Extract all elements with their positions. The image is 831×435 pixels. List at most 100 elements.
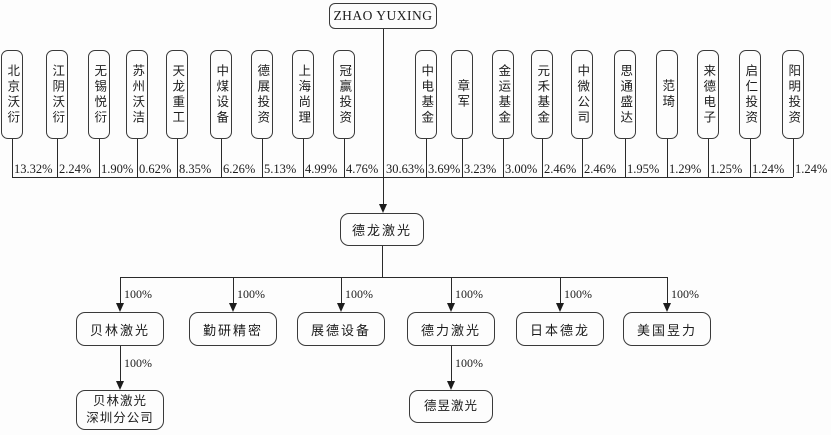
subsidiary-box: 贝林激光 (76, 312, 164, 346)
shareholder-box: 中煤设备 (210, 50, 232, 139)
shareholder-box: 范琦 (656, 50, 678, 139)
shareholder-connector-line (750, 139, 751, 177)
ownership-percentage: 1.90% (101, 162, 134, 176)
subsidiary-ownership-percentage: 100% (671, 287, 699, 301)
arrowhead-into-subsidiary (555, 303, 564, 312)
shareholder-connector-line (177, 139, 178, 177)
ownership-percentage: 13.32% (14, 162, 53, 176)
shareholder-connector-line (99, 139, 100, 177)
shareholder-box: 启仁投资 (739, 50, 761, 139)
ownership-percentage: 2.46% (544, 162, 577, 176)
shareholder-box: 章军 (451, 50, 473, 139)
sub-subsidiary-box: 德昱激光 (409, 390, 493, 423)
shareholder-connector-line (57, 139, 58, 177)
subsidiary-box: 日本德龙 (516, 312, 604, 346)
shareholder-name: 苏州沃洁 (130, 63, 145, 126)
shareholder-connector-line (426, 139, 427, 177)
sub-subsidiary-connector-line (120, 346, 121, 381)
subsidiary-box: 美国昱力 (623, 312, 711, 346)
ownership-percentage: 1.29% (669, 162, 702, 176)
arrowhead-into-subsidiary (336, 303, 345, 312)
ownership-percentage: 1.95% (627, 162, 660, 176)
subsidiary-bus-line (120, 277, 668, 278)
shareholder-box: 金运基金 (492, 50, 514, 139)
subsidiary-connector-line (560, 277, 561, 303)
arrowhead-into-sub-subsidiary (446, 381, 455, 390)
shareholder-name: 章军 (455, 79, 470, 110)
arrowhead-into-subsidiary (446, 303, 455, 312)
shareholder-box: 德展投资 (251, 50, 273, 139)
shareholder-box: 江阴沃衍 (46, 50, 68, 139)
shareholder-connector-line (462, 139, 463, 177)
shareholder-connector-line (582, 139, 583, 177)
sub-subsidiary-name-line: 贝林激光 (92, 394, 147, 409)
root-person-name: ZHAO YUXING (333, 8, 433, 23)
shareholder-connector-line (303, 139, 304, 177)
shareholder-connector-line (542, 139, 543, 177)
subsidiary-ownership-percentage: 100% (237, 287, 265, 301)
shareholder-box: 无锡悦衍 (88, 50, 110, 139)
shareholder-connector-line (12, 139, 13, 177)
shareholder-box: 中微公司 (571, 50, 593, 139)
shareholder-name: 阳明投资 (786, 63, 801, 126)
ownership-percentage: 2.24% (59, 162, 92, 176)
ownership-percentage: 3.69% (428, 162, 461, 176)
shareholder-box: 来德电子 (697, 50, 719, 139)
ownership-percentage: 2.46% (584, 162, 617, 176)
ownership-percentage: 4.76% (346, 162, 379, 176)
ownership-percentage: 4.99% (305, 162, 338, 176)
shareholder-connector-line (667, 139, 668, 177)
subsidiary-connector-line (667, 277, 668, 303)
company-box: 德龙激光 (340, 213, 424, 246)
arrowhead-into-subsidiary (662, 303, 671, 312)
shareholder-bus-line (12, 177, 793, 178)
shareholder-name: 范琦 (660, 79, 675, 110)
root-to-company-line (383, 29, 384, 204)
shareholder-name: 金运基金 (496, 63, 511, 126)
ownership-percentage: 1.24% (752, 162, 785, 176)
subsidiary-connector-line (120, 277, 121, 303)
shareholder-connector-line (708, 139, 709, 177)
subsidiary-ownership-percentage: 100% (345, 287, 373, 301)
subsidiary-connector-line (341, 277, 342, 303)
subsidiary-box: 展德设备 (297, 312, 385, 346)
shareholder-connector-line (503, 139, 504, 177)
shareholder-box: 苏州沃洁 (126, 50, 148, 139)
ownership-percentage: 5.13% (264, 162, 297, 176)
subsidiary-box: 德力激光 (407, 312, 495, 346)
company-name: 德龙激光 (351, 223, 412, 238)
shareholder-connector-line (221, 139, 222, 177)
shareholder-box: 天龙重工 (166, 50, 188, 139)
subsidiary-name: 勤研精密 (202, 322, 263, 338)
shareholder-name: 德展投资 (255, 63, 270, 126)
ownership-percentage: 0.62% (139, 162, 172, 176)
subsidiary-name: 德力激光 (420, 322, 481, 338)
subsidiary-name: 美国昱力 (636, 322, 697, 338)
shareholder-box: 上海尚理 (292, 50, 314, 139)
shareholder-name: 元禾基金 (535, 63, 550, 126)
subsidiary-connector-line (451, 277, 452, 303)
shareholder-connector-line (793, 139, 794, 177)
shareholder-name: 思通盛达 (618, 63, 633, 126)
ownership-percentage: 3.00% (505, 162, 538, 176)
shareholder-connector-line (137, 139, 138, 177)
arrowhead-into-subsidiary (228, 303, 237, 312)
shareholder-box: 冠赢投资 (333, 50, 355, 139)
shareholder-box: 中电基金 (415, 50, 437, 139)
ownership-percentage: 6.26% (223, 162, 256, 176)
subsidiary-name: 日本德龙 (529, 322, 590, 338)
subsidiary-ownership-percentage: 100% (455, 287, 483, 301)
shareholder-name: 天龙重工 (170, 63, 185, 126)
shareholder-name: 上海尚理 (296, 63, 311, 126)
shareholder-name: 江阴沃衍 (50, 63, 65, 126)
sub-subsidiary-name-line: 深圳分公司 (86, 411, 154, 425)
shareholder-name: 中煤设备 (214, 63, 229, 126)
shareholder-box: 思通盛达 (614, 50, 636, 139)
shareholder-name: 无锡悦衍 (92, 63, 107, 126)
subsidiary-name: 展德设备 (310, 322, 371, 338)
shareholder-box: 阳明投资 (782, 50, 804, 139)
arrowhead-into-sub-subsidiary (115, 381, 124, 390)
sub-subsidiary-name-line: 德昱激光 (423, 399, 478, 414)
shareholder-box: 北京沃衍 (1, 50, 23, 139)
